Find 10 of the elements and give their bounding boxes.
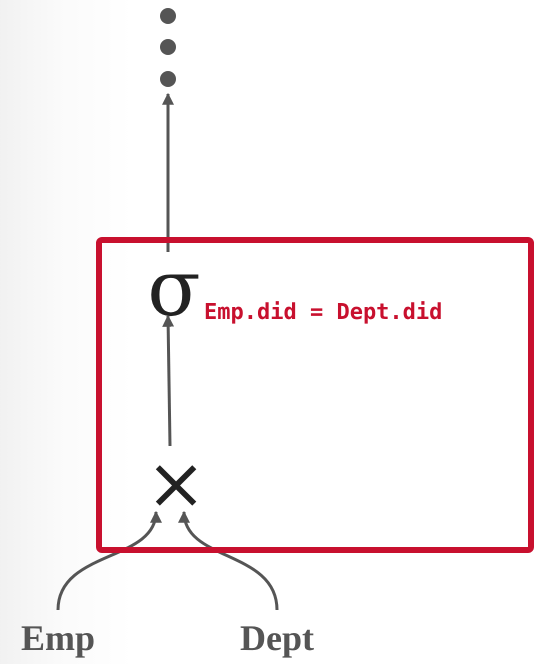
operator-symbol: σ xyxy=(142,258,206,320)
arrow xyxy=(162,314,174,446)
operator-symbol: × xyxy=(146,452,206,514)
arrow xyxy=(162,92,174,252)
arrow xyxy=(180,510,278,610)
table-name: Emp xyxy=(10,616,106,660)
table-name: Dept xyxy=(226,616,328,660)
predicate-label: Emp.did = Dept.did xyxy=(204,302,442,324)
arrow xyxy=(56,510,160,610)
group-frame xyxy=(96,237,534,553)
